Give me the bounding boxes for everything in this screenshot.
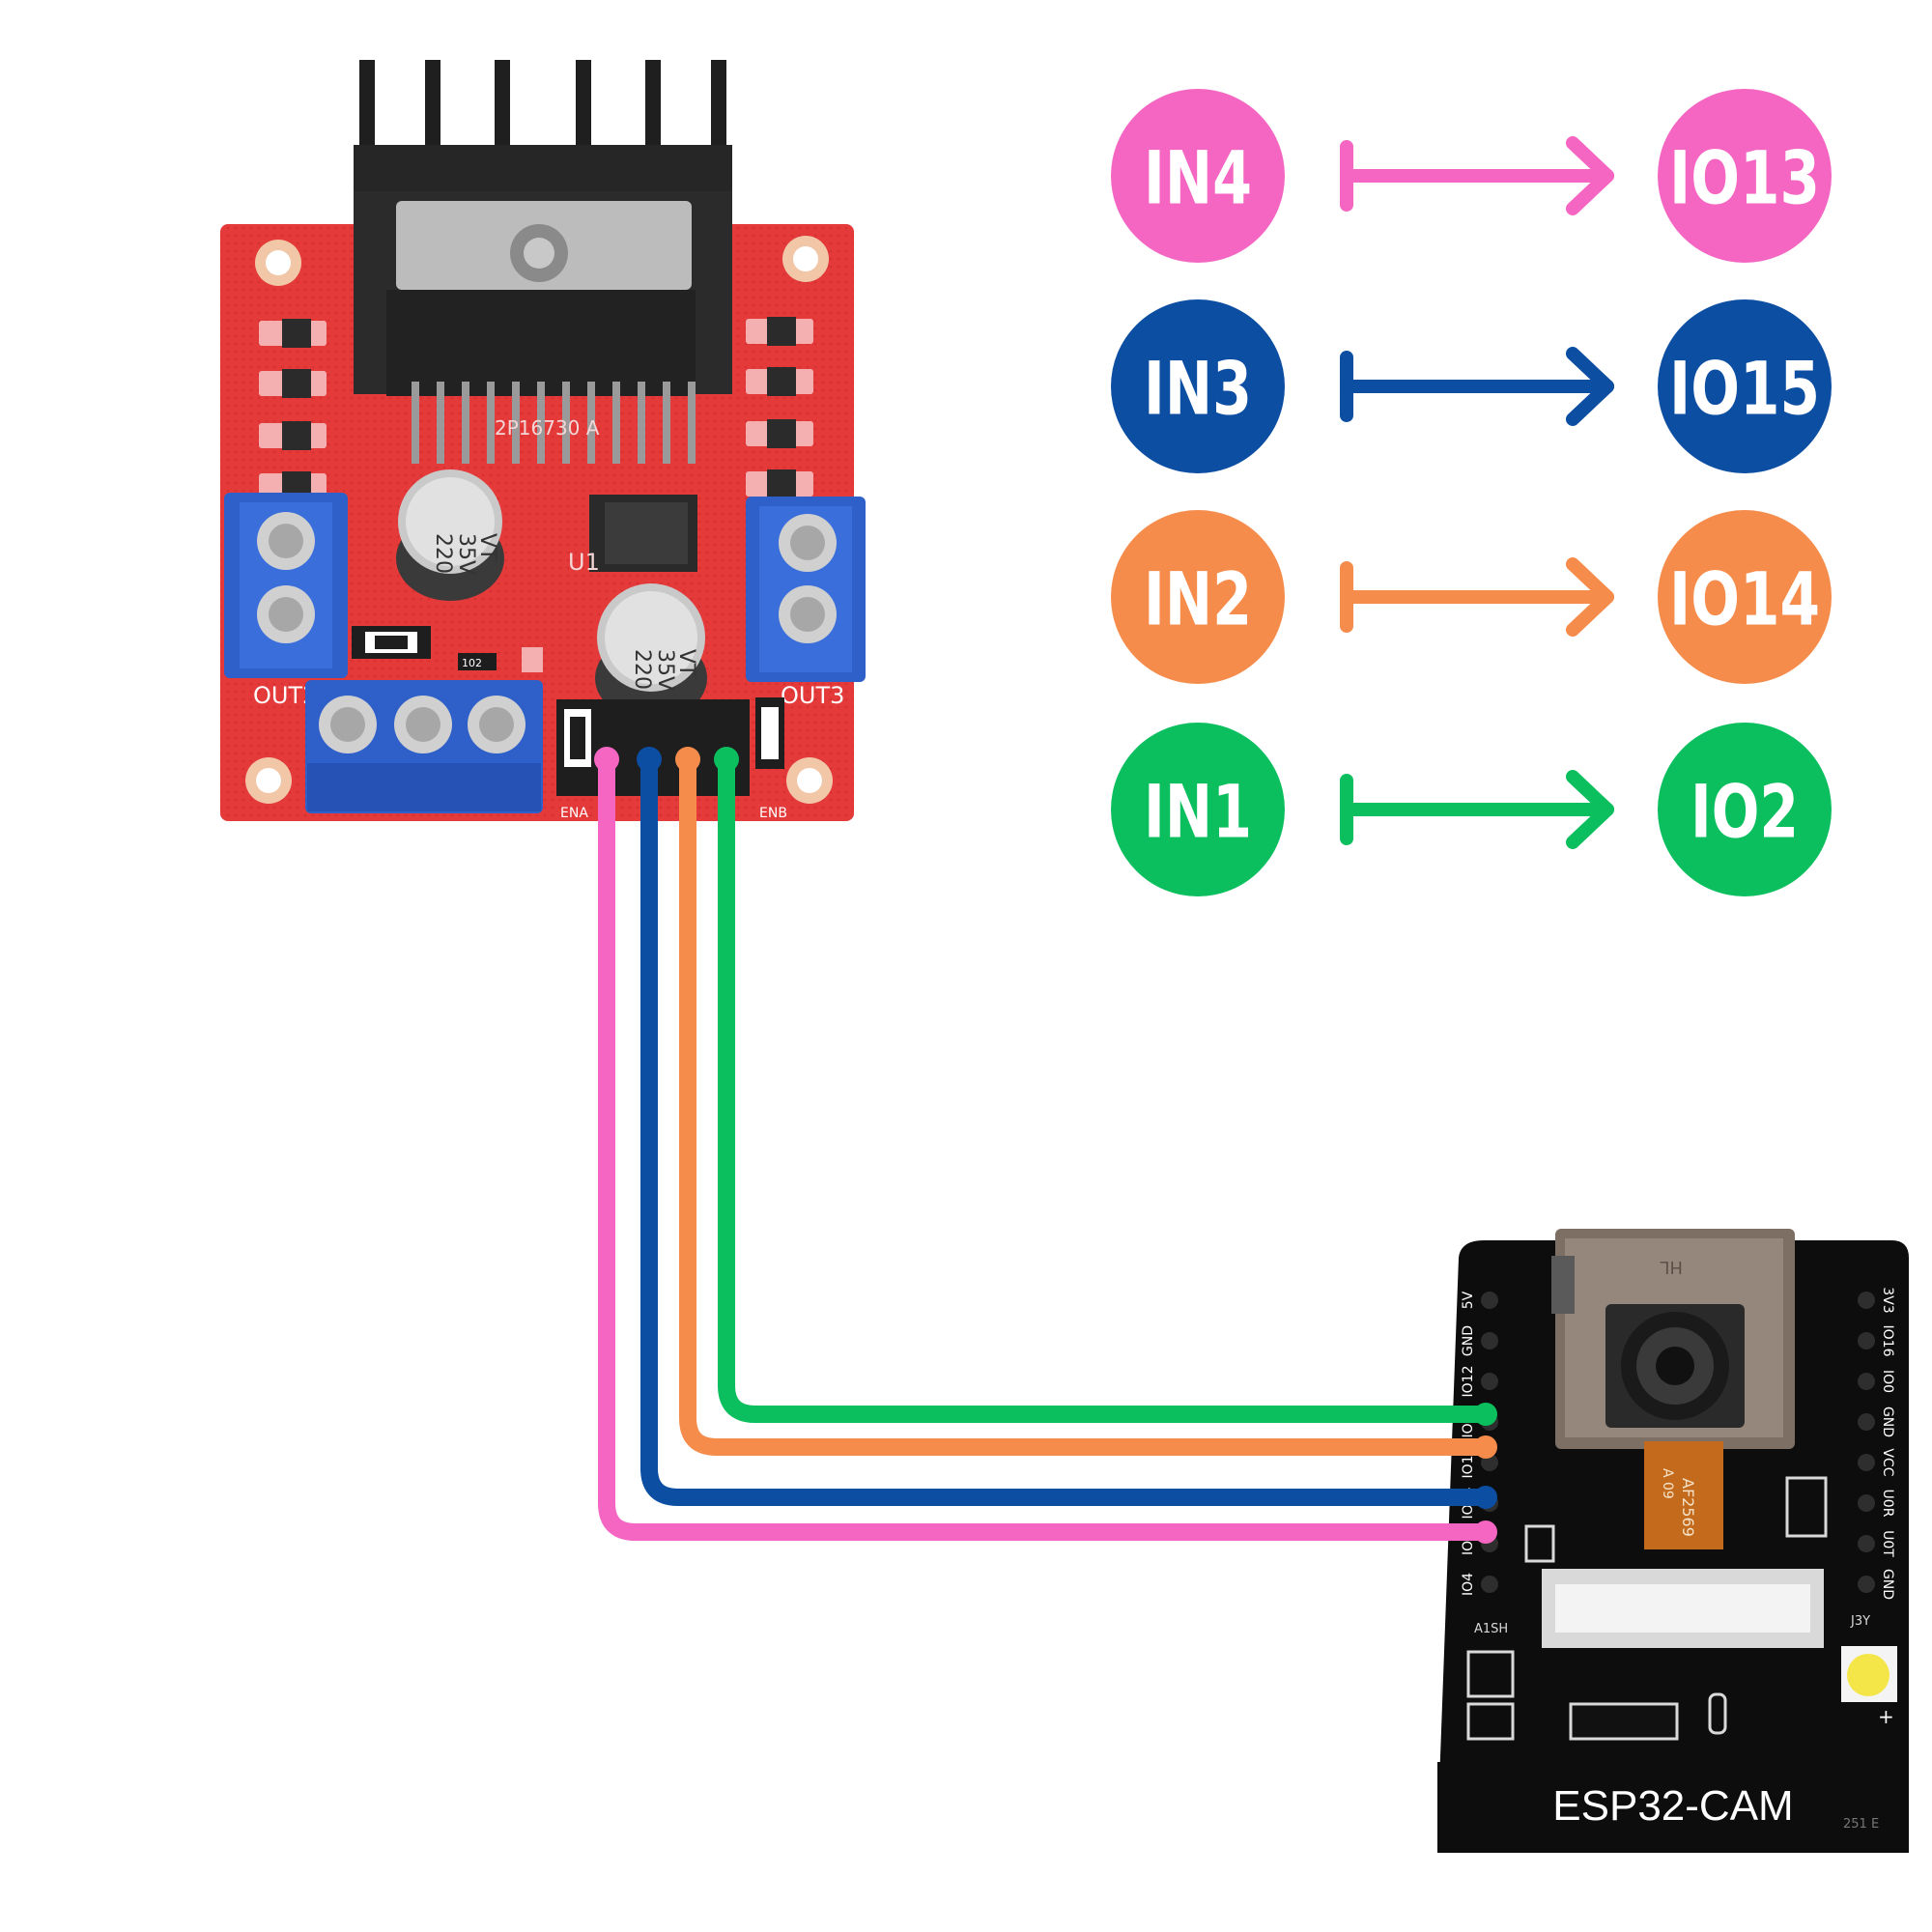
smd-diodes [259,317,813,500]
right-pin-header [1858,1292,1875,1593]
camera-flex-ribbon [1644,1441,1723,1549]
capacitor-1-line2: 35V [454,533,478,575]
mapping-row: IN4 IO13 [1111,89,1832,263]
l298n-driver-board: 2P16730 A 220 35V VT U1 220 35V VT 102 [220,60,866,821]
left-pin-label: IO4 [1461,1573,1476,1596]
output-pin-label: IO15 [1669,346,1820,432]
left-pin-label: 5V [1461,1291,1476,1309]
camera-code-text: A 09 [1660,1468,1675,1499]
camera-flex-text: AF2569 [1679,1478,1697,1537]
arrow-head-icon [1566,557,1614,637]
capacitor-1-line1: 220 [431,533,455,574]
wire-end-dot [1474,1486,1497,1509]
mapping-row: IN2 IO14 [1111,510,1832,684]
wire-end-dot [1474,1435,1497,1459]
input-pin-label: IN2 [1144,556,1252,642]
wire-end-dot [594,747,619,772]
arrow-head-icon [1566,347,1614,426]
j3y-mark: J3Y [1850,1614,1870,1629]
input-pin-label: IN4 [1144,135,1252,221]
output-pin-label: IO2 [1690,769,1799,855]
right-pin-label: U0R [1880,1490,1895,1518]
left-pin-label: IO12 [1461,1366,1476,1398]
capacitor-2-line2: 35V [653,649,677,691]
output-pin-badge [1658,723,1832,896]
right-pin-label: U0T [1880,1530,1895,1557]
output-pin-label: IO14 [1669,556,1820,642]
u1-label: U1 [568,549,600,576]
capacitor-1-line3: VT [475,533,499,561]
right-pin-label: IO16 [1880,1325,1895,1357]
out3-label: OUT3 [781,682,844,709]
wire-in3 [640,751,1494,1506]
wire-in4 [598,751,1494,1541]
corner-code: 251 E [1843,1817,1879,1832]
right-pin-label: 3V3 [1880,1287,1895,1313]
chip-legs [412,382,696,464]
terminal-power [305,680,543,813]
enb-label: ENB [759,806,787,821]
arrow-head-icon [1566,136,1614,215]
arrow-head-icon [1566,770,1614,849]
heatsink [354,60,732,396]
mapping-row: IN1 IO2 [1111,723,1832,896]
ena-label: ENA [560,806,588,821]
input-pin-badge [1111,510,1285,684]
board-name: ESP32-CAM [1552,1782,1793,1830]
wire-end-dot [675,747,700,772]
wire-in2 [679,751,1494,1456]
input-pin-badge [1111,723,1285,896]
right-pin-label: GND [1880,1406,1895,1437]
output-pin-badge [1658,299,1832,473]
flash-led-icon [1841,1646,1897,1702]
terminal-out1-out2 [224,493,348,678]
right-pin-label: IO0 [1880,1370,1895,1393]
resistor [458,653,497,670]
input-pin-label: IN1 [1144,769,1252,855]
capacitor-2-line1: 220 [630,649,654,690]
wire-in1 [718,751,1494,1423]
input-pin-label: IN3 [1144,346,1252,432]
wire-end-dot [637,747,662,772]
input-pin-badge [1111,299,1285,473]
left-pin-label: GND [1461,1325,1476,1356]
plus-mark: + [1878,1705,1894,1728]
terminal-out3-out4 [746,497,866,682]
mapping-row: IN3 IO15 [1111,299,1832,473]
wire-end-dot [1474,1520,1497,1544]
a1sh-mark: A1SH [1474,1622,1508,1636]
regulator: U1 [568,495,697,576]
resistor-label: 102 [462,657,482,669]
output-pin-badge [1658,510,1832,684]
capacitor-1: 220 35V VT [396,469,504,601]
wire-end-dot [714,747,739,772]
hl-mark: HL [1660,1257,1683,1277]
chip-marking: 2P16730 A [495,416,600,440]
right-pin-label: VCC [1880,1448,1895,1476]
camera-lens-icon [1605,1304,1745,1428]
esp32-cam-board: HL AF2569 A 09 A1SH J3Y + [1437,1229,1909,1853]
capacitor-2-line3: VT [674,649,698,677]
wire-end-dot [1474,1403,1497,1426]
output-pin-badge [1658,89,1832,263]
wires [594,747,1497,1544]
mounting-holes [245,236,833,804]
input-pin-badge [1111,89,1285,263]
output-pin-label: IO13 [1669,135,1820,221]
right-pin-label: GND [1880,1569,1895,1600]
board-name-panel [1437,1762,1909,1853]
